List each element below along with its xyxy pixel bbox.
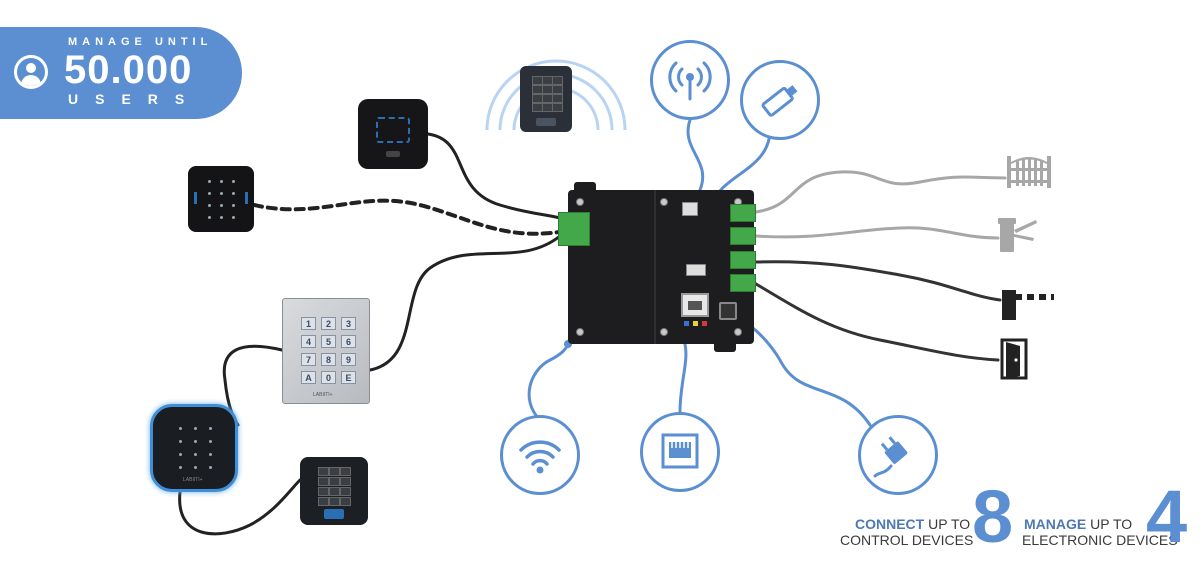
round-reader-brand: LABIITI+ — [183, 477, 203, 483]
led-yellow — [693, 321, 698, 326]
gate-icon — [1007, 156, 1051, 188]
ethernet-circle — [640, 412, 720, 492]
usb-circle — [740, 60, 820, 140]
badge-number: 50.000 — [64, 48, 193, 92]
key-8: 8 — [321, 353, 336, 366]
manage-line2: ELECTRONIC DEVICES — [1022, 532, 1178, 548]
dark-keypad-reader — [188, 166, 254, 232]
key-a: A — [301, 371, 316, 384]
output-terminal-3 — [730, 251, 756, 269]
power-plug-icon — [873, 436, 908, 478]
manage-number: 4 — [1146, 475, 1188, 558]
key-1: 1 — [301, 317, 316, 330]
ethernet-icon — [661, 433, 699, 469]
led-red — [702, 321, 707, 326]
output-terminal-4 — [730, 274, 756, 292]
connect-line2: CONTROL DEVICES — [840, 532, 974, 548]
wire-gate — [754, 170, 1007, 214]
wire-turnstile — [754, 226, 1000, 240]
usb-stick-icon — [761, 85, 798, 117]
connect-number: 8 — [972, 475, 1014, 558]
ethernet-port — [681, 293, 709, 317]
key-2: 2 — [321, 317, 336, 330]
wireless-keypad-reader — [520, 66, 572, 132]
key-e: E — [341, 371, 356, 384]
antenna-icon — [668, 61, 712, 101]
sd-card-slot — [682, 202, 698, 216]
key-0: 0 — [321, 371, 336, 384]
manage-highlight: MANAGE — [1024, 516, 1087, 532]
power-circle — [858, 415, 938, 495]
wire-wifi — [527, 342, 570, 422]
input-terminal-block — [558, 212, 590, 246]
antenna-circle — [650, 40, 730, 120]
wire-barrier — [754, 260, 1002, 302]
wire-reader-top — [426, 132, 562, 220]
wire-round-dark — [178, 478, 302, 536]
output-terminal-1 — [730, 204, 756, 222]
key-7: 7 — [301, 353, 316, 366]
manage-line1: MANAGE UP TO — [1024, 517, 1132, 531]
turnstile-icon — [998, 218, 1037, 252]
rfid-reader — [358, 99, 428, 169]
key-3: 3 — [341, 317, 356, 330]
stainless-keypad: 1 2 3 4 5 6 7 8 9 A 0 E LABIITI+ — [282, 298, 370, 404]
connect-rest: UP TO — [924, 516, 971, 532]
small-keypad-reader — [300, 457, 368, 525]
output-terminal-2 — [730, 227, 756, 245]
key-9: 9 — [341, 353, 356, 366]
manage-rest: UP TO — [1086, 516, 1133, 532]
key-5: 5 — [321, 335, 336, 348]
led-blue — [684, 321, 689, 326]
users-badge: MANAGE UNTIL 50.000 USERS — [0, 27, 242, 119]
badge-line1: MANAGE UNTIL — [68, 36, 213, 48]
barrier-icon — [1002, 290, 1054, 320]
keypad-brand: LABIITI+ — [313, 392, 333, 398]
badge-line3: USERS — [68, 91, 202, 107]
wire-door — [754, 282, 1000, 362]
wire-reader-dashed — [252, 198, 562, 236]
mount-tab-top — [574, 182, 596, 194]
key-4: 4 — [301, 335, 316, 348]
mount-tab-bottom — [714, 340, 736, 352]
connect-highlight: CONNECT — [855, 516, 925, 532]
keypad-grid — [532, 76, 563, 112]
wire-reader-keypad — [368, 234, 562, 372]
connect-line1: CONNECT UP TO — [855, 517, 970, 531]
power-jack — [719, 302, 737, 320]
key-6: 6 — [341, 335, 356, 348]
usb-port — [686, 264, 706, 276]
wifi-icon — [519, 440, 561, 474]
controller-board — [568, 190, 754, 344]
round-keypad-reader: LABIITI+ — [150, 404, 238, 492]
door-icon — [1000, 338, 1028, 380]
wifi-circle — [500, 415, 580, 495]
user-circle-icon — [14, 55, 48, 89]
